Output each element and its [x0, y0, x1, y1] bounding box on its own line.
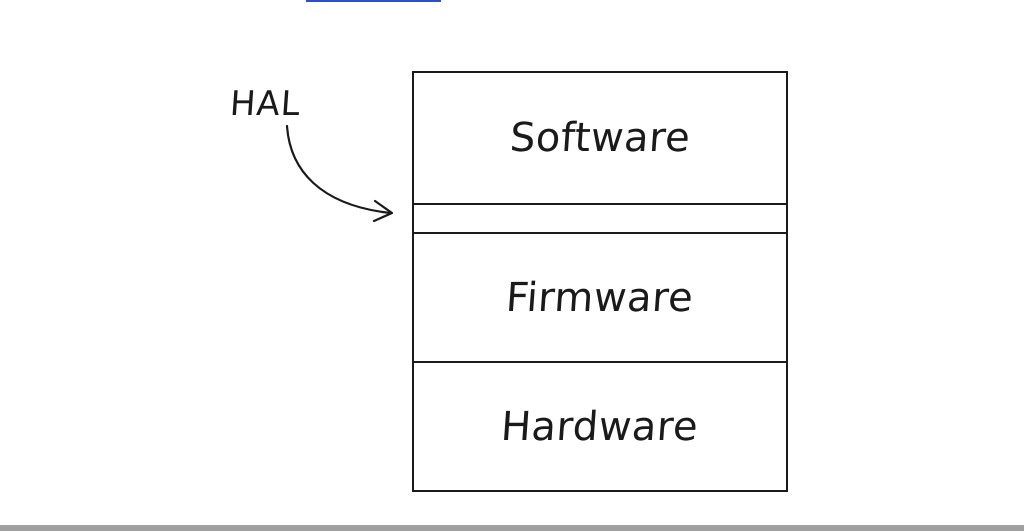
layer-stack: Software Firmware Hardware [412, 71, 788, 492]
layer-software: Software [414, 73, 786, 205]
layer-hardware: Hardware [414, 363, 786, 490]
footer-divider-bar [0, 525, 1024, 531]
layer-firmware-label: Firmware [505, 275, 696, 321]
layer-hal [414, 205, 786, 234]
layer-hardware-label: Hardware [500, 404, 700, 450]
layer-software-label: Software [508, 115, 692, 161]
layer-firmware: Firmware [414, 234, 786, 363]
hal-callout-label: HAL [229, 84, 303, 124]
top-link-underline[interactable] [306, 0, 441, 2]
